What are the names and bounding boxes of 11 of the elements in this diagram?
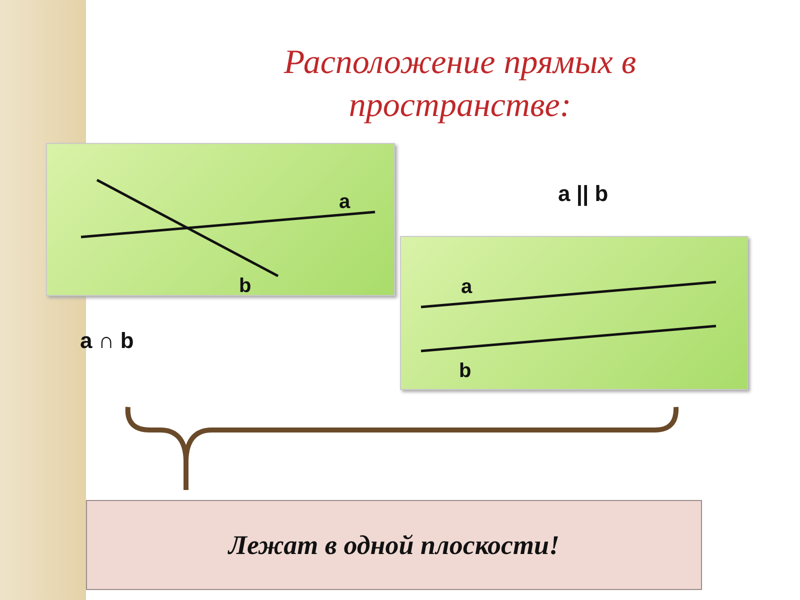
relation-label: a ∩ b (80, 330, 134, 352)
conclusion-text: Лежат в одной плоскости! (228, 530, 560, 560)
conclusion-box (86, 500, 702, 590)
line-label: a (339, 192, 350, 212)
plane-rectangle (46, 143, 395, 296)
line-label: a (461, 277, 472, 297)
title: Расположение прямых в пространстве: (282, 43, 638, 126)
plane-rectangle (400, 236, 748, 390)
relation-label: a || b (558, 183, 608, 205)
line-label: b (459, 361, 472, 381)
line-label: b (239, 276, 252, 296)
